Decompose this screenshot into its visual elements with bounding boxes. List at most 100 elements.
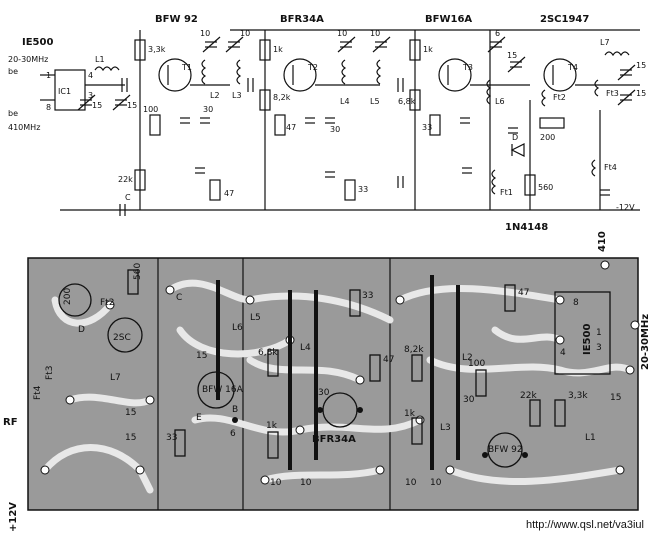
resistor-100 bbox=[149, 114, 161, 136]
transistor-type-t1: BFW 92 bbox=[155, 14, 198, 25]
label-ft4: Ft4 bbox=[604, 163, 617, 172]
pcb-components bbox=[58, 269, 611, 468]
footer-url[interactable]: http://www.qsl.net/va3iul bbox=[525, 519, 644, 531]
schematic-chip-ref: IC1 bbox=[58, 87, 71, 96]
pcb-comp-l2: L2 bbox=[462, 353, 473, 363]
coil-l6 bbox=[486, 79, 492, 105]
label-ft3: Ft3 bbox=[606, 89, 619, 98]
label-trim-15d: 15 bbox=[636, 61, 646, 70]
pcb-comp-10d: 10 bbox=[430, 478, 442, 488]
pcb-r-47b bbox=[504, 284, 516, 312]
pcb-comp-bfw92: BFW 92 bbox=[488, 445, 523, 455]
label-c-30a: 30 bbox=[203, 105, 213, 114]
label-l4: L4 bbox=[340, 97, 350, 106]
pcb-comp-10c: 10 bbox=[405, 478, 417, 488]
transistor-type-t2: BFR34A bbox=[280, 14, 324, 25]
pcb-chip-label: IE500 bbox=[582, 324, 593, 355]
label-trim-10c: 10 bbox=[337, 29, 347, 38]
pcb-comp-6k8: 6,8k bbox=[258, 348, 278, 358]
coil-l7 bbox=[604, 51, 630, 57]
pcb-comp-ft4: Ft4 bbox=[33, 385, 43, 400]
pcb-r-560 bbox=[127, 269, 139, 295]
pcb-supply-label: +12V bbox=[8, 502, 19, 532]
label-trim-15e: 15 bbox=[636, 89, 646, 98]
pcb-comp-l4: L4 bbox=[300, 343, 311, 353]
schematic-pin-8: 8 bbox=[46, 103, 51, 112]
pcb-transistor-2sc bbox=[107, 317, 143, 353]
pcb-labels: RF +12V 410 20-30MHz IE500 8 4 1 3 560 2… bbox=[3, 231, 651, 532]
resistor-1k-a bbox=[259, 39, 271, 61]
label-r-3k3: 3,3k bbox=[148, 45, 166, 54]
label-r-1k-b: 1k bbox=[423, 45, 433, 54]
schematic-chip-name: IE500 bbox=[22, 37, 53, 48]
pcb-comp-6: 6 bbox=[230, 429, 236, 439]
label-r-22k: 22k bbox=[118, 175, 133, 184]
pcb-comp-3k3: 3,3k bbox=[568, 391, 588, 401]
label-c: C bbox=[125, 193, 131, 202]
transistor-ref-t4: T4 bbox=[567, 63, 578, 72]
label-r-6k8: 6,8k bbox=[398, 97, 416, 106]
label-l6: L6 bbox=[495, 97, 505, 106]
resistor-47 bbox=[274, 114, 286, 136]
transistor-t3 bbox=[438, 58, 472, 92]
pcb-r-33a bbox=[174, 429, 186, 457]
schematic-pin-1: 1 bbox=[46, 71, 51, 80]
pcb-r-100 bbox=[475, 369, 487, 397]
pcb-comp-15a: 15 bbox=[125, 408, 136, 418]
label-d: D bbox=[512, 133, 518, 142]
label-trim-15a: 15 bbox=[92, 101, 102, 110]
pcb-r-1k-a bbox=[267, 431, 279, 459]
pcb-comp-c: C bbox=[176, 293, 182, 303]
pcb-comp-33b: 33 bbox=[362, 291, 373, 301]
coil-ft2 bbox=[541, 89, 547, 107]
transistor-type-t4: 2SC1947 bbox=[540, 14, 589, 25]
label-ft1: Ft1 bbox=[500, 188, 513, 197]
label-trim-15b: 15 bbox=[127, 101, 137, 110]
schematic-input-freq: 20-30MHz bbox=[8, 55, 48, 64]
label-l5: L5 bbox=[370, 97, 380, 106]
pcb-comp-10b: 10 bbox=[300, 478, 312, 488]
pcb-comp-15c: 15 bbox=[196, 351, 207, 361]
resistor-33a bbox=[429, 114, 441, 136]
transistor-ref-t3: T3 bbox=[462, 63, 473, 72]
label-trim-6: 6 bbox=[495, 29, 500, 38]
pcb-comp-d: D bbox=[78, 325, 85, 335]
pcb-r-33b bbox=[349, 289, 361, 317]
pcb-comp-l1: L1 bbox=[585, 433, 596, 443]
label-r-100: 100 bbox=[143, 105, 158, 114]
coil-l4 bbox=[341, 59, 347, 85]
label-c-30b: 30 bbox=[330, 125, 340, 134]
label-r-8k2: 8,2k bbox=[273, 93, 291, 102]
pcb-comp-8k2: 8,2k bbox=[404, 345, 424, 355]
transistor-ref-t1: T1 bbox=[181, 63, 192, 72]
label-r-47: 47 bbox=[286, 123, 296, 132]
pcb-pin-e: E bbox=[196, 413, 202, 423]
label-l2: L2 bbox=[210, 91, 220, 100]
pcb-comp-15b: 15 bbox=[125, 433, 136, 443]
pcb-comp-30b: 30 bbox=[463, 395, 475, 405]
pcb-comp-l5: L5 bbox=[250, 313, 261, 323]
pcb-ic-ie500 bbox=[554, 291, 611, 375]
pcb-r-6k8 bbox=[267, 349, 279, 377]
pcb-comp-l3: L3 bbox=[440, 423, 451, 433]
label-l7: L7 bbox=[600, 38, 610, 47]
pcb-in-label: 20-30MHz bbox=[640, 314, 651, 370]
pcb bbox=[27, 257, 640, 511]
transistor-t2 bbox=[283, 58, 317, 92]
pcb-inductors bbox=[216, 275, 460, 470]
pcb-pin-3: 3 bbox=[596, 343, 602, 353]
label-trim-10d: 10 bbox=[370, 29, 380, 38]
pcb-comp-bfw16a: BFW 16A bbox=[202, 385, 244, 395]
label-r-1k-a: 1k bbox=[273, 45, 283, 54]
label-r-47b: 47 bbox=[224, 189, 234, 198]
pcb-transistor-bfw92 bbox=[487, 432, 523, 468]
pcb-comp-1k-a: 1k bbox=[266, 421, 278, 431]
schematic-pin-3: 3 bbox=[88, 91, 93, 100]
coil-ft4 bbox=[591, 159, 597, 177]
pcb-comp-200: 200 bbox=[63, 288, 73, 305]
schematic-output-freq: 410MHz bbox=[8, 123, 40, 132]
pcb-comp-33a: 33 bbox=[166, 433, 177, 443]
diode-d bbox=[510, 143, 525, 157]
schematic-pin-4: 4 bbox=[88, 71, 93, 80]
